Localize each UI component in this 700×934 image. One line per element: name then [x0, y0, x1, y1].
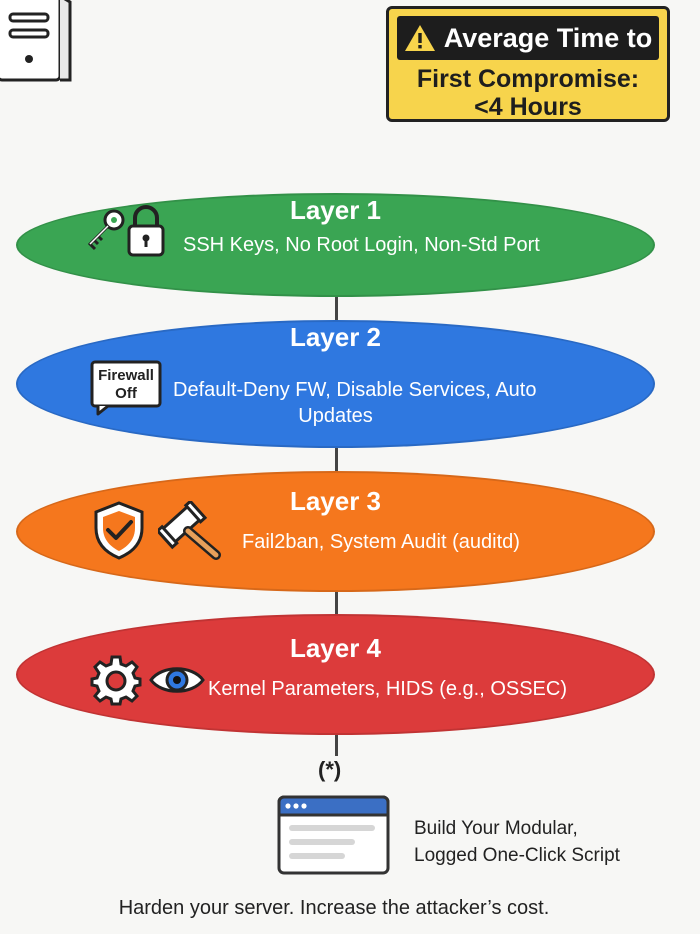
server-icon — [0, 0, 72, 82]
layer-2-description-line-2: Updates — [298, 405, 373, 427]
layer-2-title: Layer 2 — [289, 322, 382, 352]
note-marker: (*) — [318, 757, 342, 782]
tagline: Harden your server. Increase the attacke… — [118, 897, 550, 919]
layer-1-ellipse: Layer 1 SSH Keys, No Root Login, Non-Std… — [16, 193, 655, 297]
layer-4-description: Kernel Parameters, HIDS (e.g., OSSEC) — [208, 678, 568, 700]
gear-icon — [90, 655, 142, 706]
layer-2-description-line-1: Default-Deny FW, Disable Services, Auto — [173, 379, 537, 401]
layer-4-title: Layer 4 — [289, 633, 382, 663]
script-label-line-1: Build Your Modular, — [414, 818, 578, 839]
layer-1-title: Layer 1 — [289, 195, 382, 225]
warning-icon — [404, 25, 435, 51]
layer-3-title: Layer 3 — [289, 486, 382, 516]
script-window-icon — [277, 795, 390, 875]
callout-heading: Average Time to — [397, 16, 659, 60]
compromise-time-callout: Average Time to First Compromise: <4 Hou… — [386, 6, 670, 122]
key-icon — [87, 209, 125, 251]
firewall-icon-text-2: Off — [115, 385, 138, 402]
layer-1-description: SSH Keys, No Root Login, Non-Std Port — [183, 234, 540, 256]
eye-icon — [149, 667, 205, 693]
script-label-line-2: Logged One-Click Script — [414, 845, 620, 866]
gavel-icon — [158, 501, 221, 560]
shield-check-icon — [94, 501, 144, 560]
callout-line-1: First Compromise: — [416, 65, 640, 93]
callout-heading-text: Average Time to — [443, 22, 653, 53]
layer-2-ellipse: Layer 2 Firewall Off Default-Deny FW, Di… — [16, 320, 655, 448]
callout-line-2: <4 Hours — [474, 93, 582, 121]
firewall-icon-text-1: Firewall — [98, 367, 154, 384]
script-label: Build Your Modular, Logged One-Click Scr… — [414, 815, 620, 869]
firewall-off-icon: Firewall Off — [90, 360, 162, 416]
layer-3-ellipse: Layer 3 Fail2ban, System Audit (auditd) — [16, 471, 655, 592]
lock-icon — [127, 205, 165, 257]
layer-3-description: Fail2ban, System Audit (auditd) — [242, 531, 520, 553]
layer-4-ellipse: Layer 4 Kernel Parameters, HIDS (e.g., O… — [16, 614, 655, 735]
